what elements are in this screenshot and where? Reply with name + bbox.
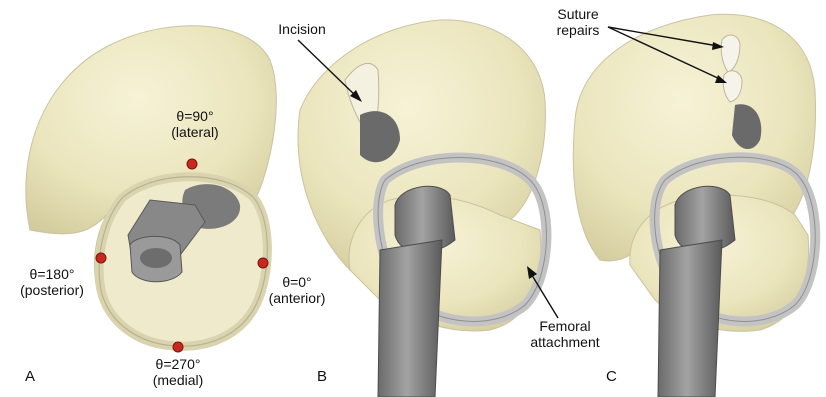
label-anterior-angle: θ=0°	[252, 274, 342, 290]
label-lateral-side: (lateral)	[150, 124, 240, 140]
panel-label-c: C	[606, 368, 617, 385]
panel-a	[26, 26, 276, 350]
label-medial-side: (medial)	[128, 372, 228, 388]
femoral-shaft-c	[658, 240, 722, 397]
marker-medial	[173, 342, 183, 352]
label-femoral-attachment: Femoral attachment	[515, 318, 615, 350]
label-lateral: θ=90° (lateral)	[150, 108, 240, 140]
label-anterior-side: (anterior)	[252, 290, 342, 306]
marker-posterior	[96, 253, 106, 263]
label-suture-line2: repairs	[538, 22, 618, 38]
label-posterior-side: (posterior)	[2, 282, 102, 298]
panel-label-a: A	[25, 368, 35, 385]
label-femoral-line1: Femoral	[515, 318, 615, 334]
label-posterior: θ=180° (posterior)	[2, 266, 102, 298]
label-incision: Incision	[262, 21, 342, 37]
label-lateral-angle: θ=90°	[150, 108, 240, 124]
femoral-stump-top-a	[140, 248, 172, 268]
label-suture-repairs: Suture repairs	[538, 6, 618, 38]
label-anterior: θ=0° (anterior)	[252, 274, 342, 306]
label-medial: θ=270° (medial)	[128, 356, 228, 388]
label-medial-angle: θ=270°	[128, 356, 228, 372]
marker-anterior	[258, 258, 268, 268]
label-femoral-line2: attachment	[515, 334, 615, 350]
femoral-shaft-b	[378, 240, 442, 397]
label-suture-line1: Suture	[538, 6, 618, 22]
panel-label-b: B	[317, 368, 327, 385]
marker-lateral	[187, 159, 197, 169]
label-posterior-angle: θ=180°	[2, 266, 102, 282]
